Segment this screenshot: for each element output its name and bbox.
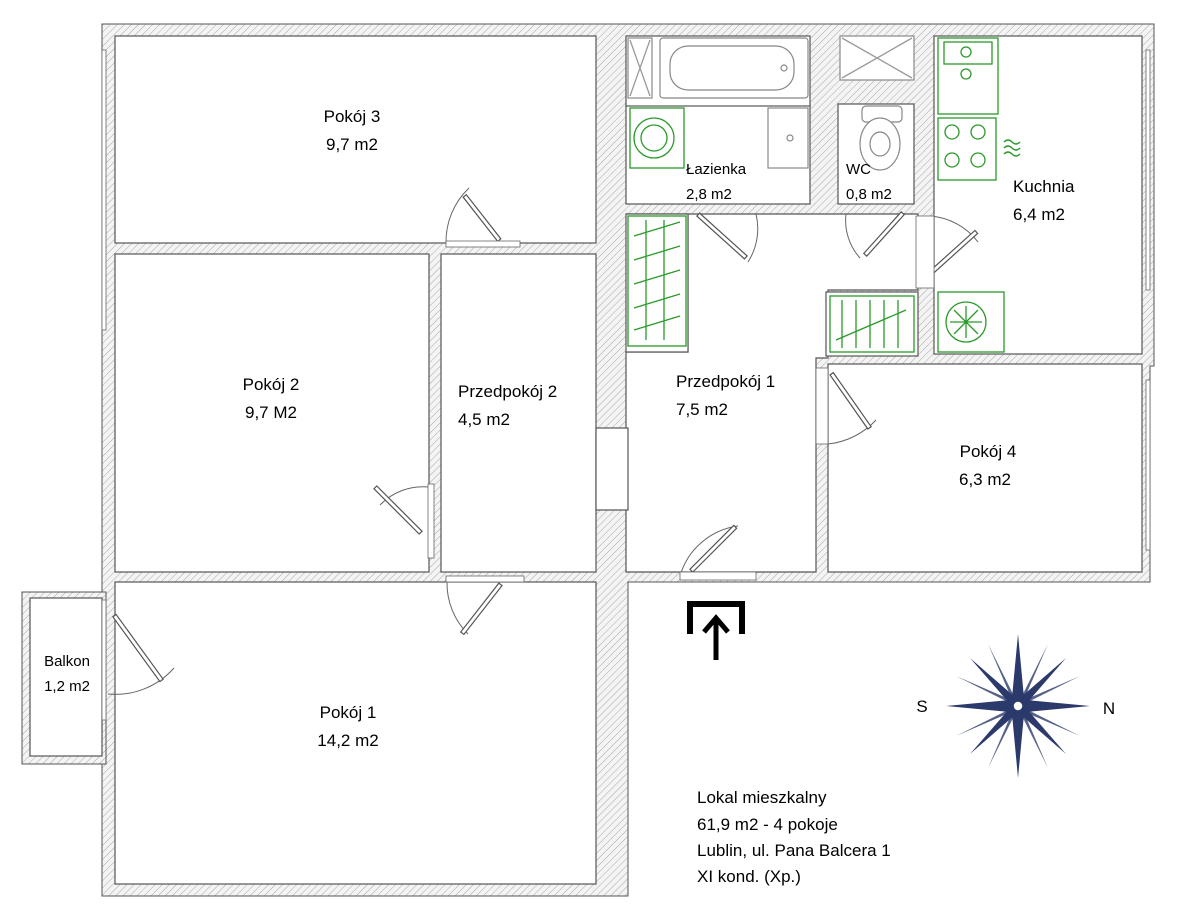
room-pokoj2 [114, 253, 430, 573]
compass-south-label: S [916, 697, 927, 716]
label-pokoj1-area: 14,2 m2 [317, 731, 378, 750]
info-line-4: XI kond. (Xp.) [697, 867, 801, 886]
label-wc-name: WC [846, 161, 871, 178]
toilet-icon [859, 105, 903, 171]
compass-rose-icon [946, 634, 1090, 778]
label-wc-area: 0,8 m2 [846, 186, 892, 203]
storage-fixtures [627, 215, 915, 353]
room-pokoj1 [114, 581, 597, 885]
room-labels: Pokój 3 9,7 m2 Pokój 2 9,7 M2 Przedpokój… [44, 107, 1075, 750]
label-kuchnia-area: 6,4 m2 [1013, 205, 1065, 224]
bathroom-fixtures [627, 35, 915, 171]
label-pokoj4-name: Pokój 4 [960, 442, 1017, 461]
room-shapes [29, 35, 1143, 885]
entrance-arrow-icon [687, 601, 745, 660]
room-pokoj4 [827, 363, 1143, 573]
stove-icon [937, 117, 997, 181]
sink-icon [767, 107, 809, 169]
label-przedpokoj1-name: Przedpokój 1 [676, 372, 775, 391]
kitchen-fixtures [937, 37, 1021, 353]
doors [107, 187, 979, 695]
label-przedpokoj2-name: Przedpokój 2 [458, 382, 557, 401]
passage-opening [595, 427, 629, 511]
label-przedpokoj2-area: 4,5 m2 [458, 410, 510, 429]
info-line-3: Lublin, ul. Pana Balcera 1 [697, 841, 891, 860]
label-przedpokoj1-area: 7,5 m2 [676, 400, 728, 419]
label-pokoj3-name: Pokój 3 [324, 107, 381, 126]
label-pokoj2-area: 9,7 M2 [245, 403, 297, 422]
windows [101, 49, 1151, 721]
wardrobe-icon [627, 215, 687, 347]
label-balkon-area: 1,2 m2 [44, 678, 90, 695]
label-kuchnia-name: Kuchnia [1013, 177, 1075, 196]
washing-machine-icon [629, 107, 685, 169]
info-line-1: Lokal mieszkalny [697, 788, 827, 807]
label-pokoj1-name: Pokój 1 [320, 703, 377, 722]
label-lazienka-area: 2,8 m2 [686, 186, 732, 203]
info-block: Lokal mieszkalny 61,9 m2 - 4 pokoje Lubl… [697, 788, 891, 886]
label-pokoj2-name: Pokój 2 [243, 375, 300, 394]
room-pokoj3 [114, 35, 597, 244]
info-line-2: 61,9 m2 - 4 pokoje [697, 815, 838, 834]
label-pokoj4-area: 6,3 m2 [959, 470, 1011, 489]
label-pokoj3-area: 9,7 m2 [326, 135, 378, 154]
label-lazienka-name: Łazienka [686, 161, 747, 178]
label-balkon-name: Balkon [44, 653, 90, 670]
room-balkon [29, 597, 103, 757]
compass-north-label: N [1103, 699, 1115, 718]
room-przedpokoj2 [440, 253, 597, 573]
